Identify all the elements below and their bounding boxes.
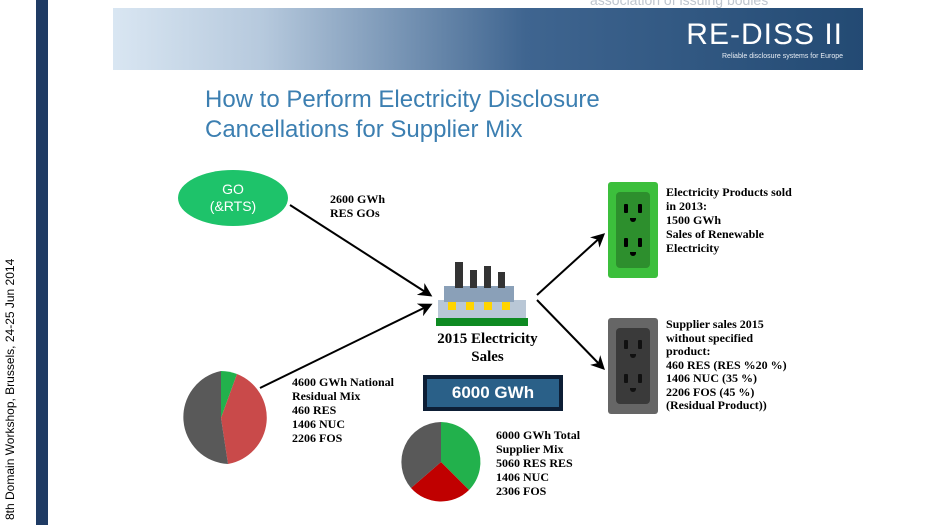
rediss-logo: RE-DISS II	[686, 18, 843, 51]
go-bubble-line-2: (&RTS)	[209, 198, 257, 214]
socket-ground	[630, 218, 636, 222]
product-line-3: 1500 GWh	[666, 213, 722, 227]
sales-label-line-2: Sales	[471, 349, 504, 365]
socket-plate	[616, 192, 650, 268]
title-line-1: How to Perform Electricity Disclosure	[205, 86, 600, 113]
product-text: Electricity Products sold in 2013: 1500 …	[666, 185, 792, 255]
socket-hole	[624, 340, 628, 349]
total-mix-line-1: 6000 GWh Total	[496, 428, 581, 442]
socket-hole	[624, 238, 628, 247]
sales-label: 2015 Electricity Sales	[415, 330, 560, 366]
total-mix-line-3: 5060 RES RES	[496, 456, 573, 470]
socket-hole	[638, 374, 642, 383]
product-line-2: in 2013:	[666, 199, 708, 213]
residual-mix-pie	[183, 371, 267, 464]
arrow-icon	[289, 204, 433, 297]
socket-hole	[624, 204, 628, 213]
pie-slice-nuc	[221, 374, 267, 464]
header-banner: RE-DISS II Reliable disclosure systems f…	[113, 8, 863, 70]
socket-hole	[624, 374, 628, 383]
residual-line-5: 2206 FOS	[292, 431, 343, 445]
supplier-line-6: 2206 FOS (45 %)	[666, 384, 755, 399]
go-bubble-line-1: GO	[222, 181, 244, 197]
go-text: 2600 GWh RES GOs	[330, 192, 385, 220]
supplier-line-4: 460 RES (RES %20 %)	[666, 357, 787, 372]
rediss-logo-subtitle: Reliable disclosure systems for Europe	[722, 53, 843, 60]
arrow-icon	[259, 303, 433, 389]
power-socket-icon	[608, 182, 658, 278]
pie-slice-fos	[183, 371, 228, 464]
socket-plate	[616, 328, 650, 404]
total-mix-line-2: Supplier Mix	[496, 442, 564, 456]
product-line-1: Electricity Products sold	[666, 185, 792, 199]
supplier-text: Supplier sales 2015 without specified pr…	[666, 317, 787, 413]
socket-hole	[638, 238, 642, 247]
supplier-line-2: without specified	[666, 330, 753, 345]
residual-line-1: 4600 GWh National	[292, 375, 395, 389]
pie-slice-fos	[401, 422, 441, 488]
residual-line-2: Residual Mix	[292, 389, 361, 403]
sales-total-box: 6000 GWh	[423, 375, 563, 411]
residual-line-3: 460 RES	[292, 403, 337, 417]
sales-label-line-1: 2015 Electricity	[437, 331, 538, 347]
total-mix-line-4: 1406 NUC	[496, 470, 549, 484]
supplier-line-5: 1406 NUC (35 %)	[666, 371, 757, 385]
pie-slice-nuc	[411, 462, 469, 502]
factory-icon	[436, 262, 528, 326]
product-line-4: Sales of Renewable	[666, 227, 764, 241]
pie-slice-res	[221, 371, 237, 418]
product-line-5: Electricity	[666, 241, 720, 255]
pie-slice-res	[441, 422, 481, 490]
supplier-line-7: (Residual Product))	[666, 398, 767, 412]
socket-hole	[638, 204, 642, 213]
arrow-icon	[536, 233, 606, 296]
total-mix-line-5: 2306 FOS	[496, 484, 547, 498]
residual-line-4: 1406 NUC	[292, 417, 345, 431]
total-mix-text: 6000 GWh Total Supplier Mix 5060 RES RES…	[496, 428, 580, 498]
total-mix-pie	[401, 422, 481, 502]
title-line-2: Cancellations for Supplier Mix	[205, 116, 523, 143]
residual-mix-text: 4600 GWh National Residual Mix 460 RES 1…	[292, 375, 394, 445]
supplier-line-1: Supplier sales 2015	[666, 317, 764, 331]
socket-ground	[630, 388, 636, 392]
association-text: association of issuing bodies	[590, 0, 769, 8]
socket-ground	[630, 252, 636, 256]
go-bubble: GO (&RTS)	[178, 170, 288, 226]
arrow-icon	[536, 299, 605, 371]
socket-hole	[638, 340, 642, 349]
power-socket-icon	[608, 318, 658, 414]
go-amount: 2600 GWh	[330, 192, 386, 206]
slide-title: How to Perform Electricity Disclosure Ca…	[205, 85, 765, 145]
supplier-line-3: product:	[666, 344, 711, 358]
socket-ground	[630, 354, 636, 358]
left-sidebar-bar	[0, 0, 48, 525]
go-label: RES GOs	[330, 206, 380, 220]
